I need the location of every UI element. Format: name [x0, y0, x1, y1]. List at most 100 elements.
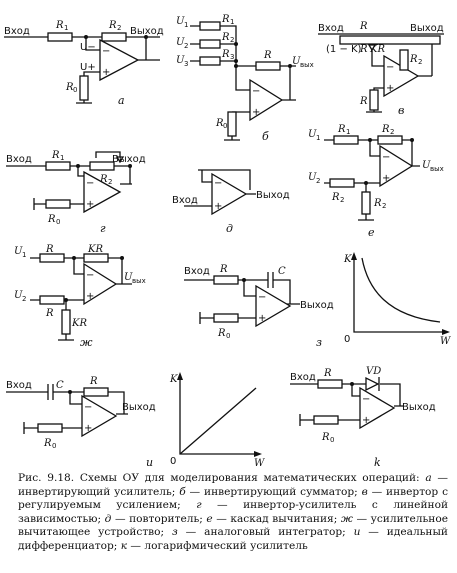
capacitor-c	[267, 272, 274, 288]
panel-letter-v: в	[398, 104, 404, 117]
u1-sub: 1	[184, 21, 188, 29]
r2-bottom-sub: 2	[340, 196, 344, 204]
r1-sub: 1	[346, 128, 350, 136]
r2-label: R	[221, 32, 230, 43]
input-label: Вход	[4, 26, 30, 37]
output-label: Выход	[256, 190, 290, 201]
u2-sub: 2	[316, 177, 320, 185]
op-amp	[249, 78, 284, 122]
resistor-r	[213, 275, 239, 285]
r-one-minus-k-label: R	[359, 44, 368, 55]
caption-item-letter: г	[196, 499, 202, 512]
r-label: R	[263, 50, 272, 61]
resistor-kr-gnd	[61, 309, 71, 335]
r2-bottom-label: R	[331, 192, 340, 203]
u3-label: U	[176, 55, 185, 66]
r-gnd-label: R	[359, 96, 368, 107]
svg-text:−: −	[362, 394, 370, 405]
panel-letter-a: а	[118, 94, 125, 107]
r0-sub: 0	[223, 122, 227, 130]
input-label: Вход	[6, 154, 32, 165]
axes	[353, 258, 446, 333]
r2-sub: 2	[390, 128, 394, 136]
r2-label: R	[381, 124, 390, 135]
resistor-kr	[83, 253, 109, 263]
r1-sub: 1	[60, 154, 64, 162]
r0-label: R	[43, 438, 52, 449]
u1-sub: 1	[22, 251, 26, 259]
r2-gnd-sub: 2	[382, 202, 386, 210]
op-amp	[81, 394, 118, 438]
circuit-a-inverting-amplifier: Вход R 1 R 2 Выход −+ U− U+ R 0 а	[4, 20, 164, 107]
u1-label: U	[14, 246, 23, 257]
w-axis-label: W	[440, 336, 451, 347]
input-label: Вход	[6, 380, 32, 391]
caption-item-letter: е	[206, 512, 213, 525]
u1-label: U	[176, 16, 185, 27]
r1-sub: 1	[64, 24, 68, 32]
u-out-sub: вых	[430, 165, 444, 173]
u2-label: U	[308, 172, 317, 183]
r2-sub: 2	[108, 178, 112, 186]
panel-letter-k: k	[374, 456, 381, 469]
resistor-r0	[37, 423, 63, 433]
axes	[179, 378, 258, 455]
resistor-r	[317, 379, 343, 389]
u1-sub: 1	[316, 134, 320, 142]
caption-item-letter: и	[353, 526, 361, 539]
u2-sub: 2	[184, 42, 188, 50]
r2-sub: 2	[117, 24, 121, 32]
op-amp	[379, 144, 414, 188]
r0-sub: 0	[56, 218, 60, 226]
diode-vd	[365, 376, 380, 392]
circuit-d-follower: −+ Выход Вход д	[172, 169, 290, 235]
panel-letter-zh: ж	[80, 336, 93, 349]
u-out-sub: вых	[132, 277, 146, 285]
panel-letter-i: и	[146, 456, 153, 469]
resistor-r2-gnd	[361, 191, 371, 215]
input-label: Вход	[184, 266, 210, 277]
caption-item-text: — усилительное вычитающее устройство;	[18, 512, 448, 539]
op-amp	[83, 262, 118, 306]
c-label: C	[56, 380, 64, 391]
output-label: Выход	[122, 402, 156, 413]
u-out-label: U	[292, 56, 301, 67]
resistor-r2	[101, 32, 127, 42]
resistor-r	[39, 253, 65, 263]
r3-label: R	[221, 49, 230, 60]
caption-item-text: — идеальный дифференциатор;	[18, 526, 448, 552]
origin-label: 0	[170, 456, 176, 467]
panel-letter-e: е	[368, 226, 375, 239]
resistor-r	[83, 387, 109, 397]
output-label: Выход	[402, 402, 436, 413]
resistor-r	[255, 61, 281, 71]
svg-text:+: +	[214, 201, 222, 212]
r-label: R	[359, 21, 368, 32]
svg-text:+: +	[252, 107, 260, 118]
r0-sub: 0	[73, 86, 77, 94]
r-2-label: R	[45, 308, 54, 319]
resistor-r0	[45, 199, 71, 209]
r0-sub: 0	[52, 442, 56, 450]
u-minus-label: U−	[80, 42, 96, 53]
r0-label: R	[217, 328, 226, 339]
caption-item-text: — инвертор-усилитель с линейной зависимо…	[18, 499, 449, 525]
svg-text:−: −	[382, 152, 390, 163]
svg-text:−: −	[86, 270, 94, 281]
caption-items: а — инвертирующий усилитель; б — инверти…	[18, 472, 448, 552]
r1-label: R	[337, 124, 346, 135]
capacitor-c	[47, 384, 54, 400]
output-label: Выход	[300, 300, 334, 311]
resistor-r0	[313, 415, 339, 425]
u2-label: U	[14, 290, 23, 301]
w-axis-label: W	[254, 458, 265, 469]
input-label: Вход	[290, 372, 316, 383]
svg-text:−: −	[102, 46, 110, 57]
r0-label: R	[321, 432, 330, 443]
